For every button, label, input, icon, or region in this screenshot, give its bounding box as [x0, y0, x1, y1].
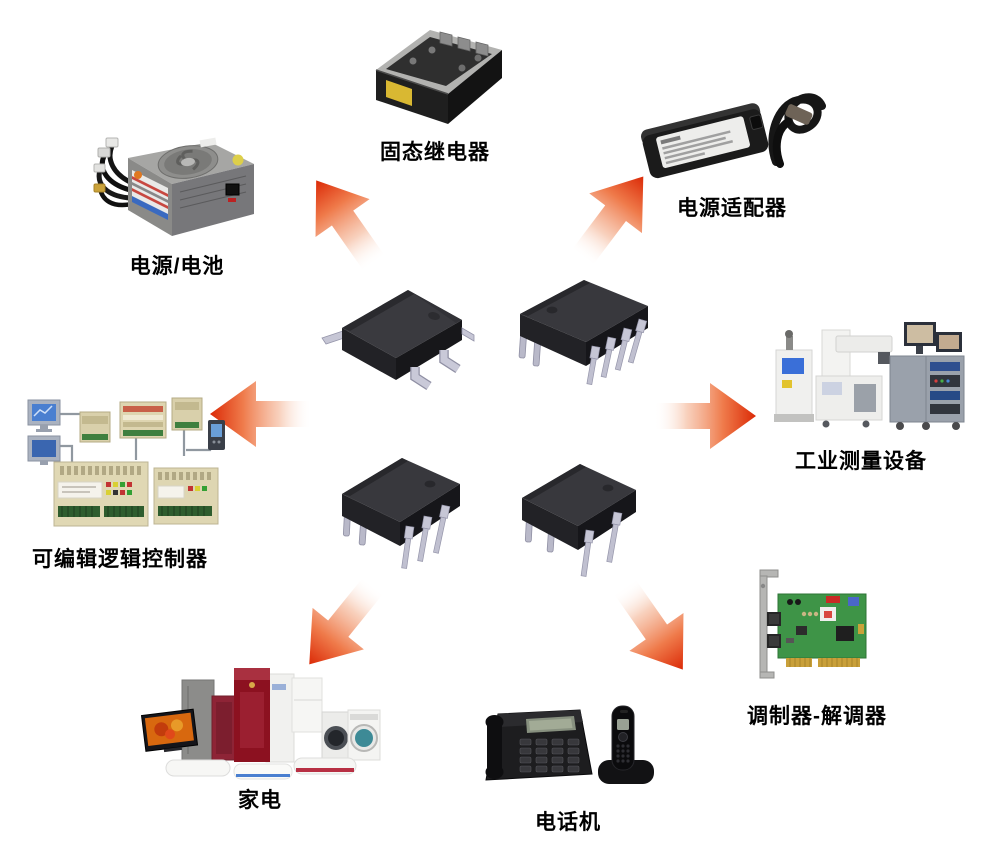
- product-ssr-image: [366, 20, 508, 132]
- arrow-up-right-icon: [571, 176, 644, 266]
- label-industrial: 工业测量设备: [795, 450, 927, 473]
- product-power-adapter-image: [638, 64, 828, 189]
- product-industrial-image: [766, 314, 976, 436]
- label-power-battery: 电源/电池: [129, 255, 225, 278]
- product-appliances-image: [136, 654, 381, 786]
- handset-keypad-icon: [616, 744, 630, 763]
- power-supply-icon: [93, 137, 254, 236]
- product-plc-image: [24, 390, 234, 538]
- product-power-battery-image: [88, 130, 263, 248]
- dip8-front-legs: [586, 318, 648, 385]
- arrow-down-right-icon: [613, 578, 684, 670]
- product-modem-image: [740, 564, 885, 694]
- label-appliances: 家电: [238, 789, 282, 812]
- optocoupler-dip8-chip: [512, 270, 657, 410]
- ssr-icon: [375, 30, 502, 124]
- arrow-left-icon: [210, 381, 312, 447]
- label-ssr: 固态继电器: [380, 141, 490, 164]
- arrow-right-icon: [654, 383, 756, 449]
- optocoupler-sop-chip: [320, 272, 478, 397]
- keypad-icon: [519, 738, 580, 773]
- optocoupler-dip4-chip: [512, 450, 647, 595]
- arrow-down-left-icon: [309, 576, 384, 665]
- label-telephone: 电话机: [535, 811, 601, 834]
- dip4-front-legs: [580, 511, 623, 577]
- plc-icon: [27, 397, 225, 527]
- label-modem: 调制器-解调器: [747, 705, 887, 728]
- power-adapter-icon: [641, 93, 826, 179]
- industrial-equipment-icon: [774, 322, 965, 430]
- arrow-up-left-icon: [315, 180, 386, 272]
- dip6-front-legs: [401, 504, 451, 569]
- tv-icon: [140, 708, 199, 753]
- product-telephone-image: [474, 684, 664, 799]
- fan-icon: [157, 145, 219, 179]
- optocoupler-dip6-chip: [332, 444, 472, 589]
- modem-card-icon: [759, 569, 867, 679]
- label-power-adapter: 电源适配器: [677, 197, 787, 220]
- appliances-icon: [140, 668, 381, 780]
- label-plc: 可编辑逻辑控制器: [32, 548, 208, 571]
- telephone-icon: [485, 705, 654, 784]
